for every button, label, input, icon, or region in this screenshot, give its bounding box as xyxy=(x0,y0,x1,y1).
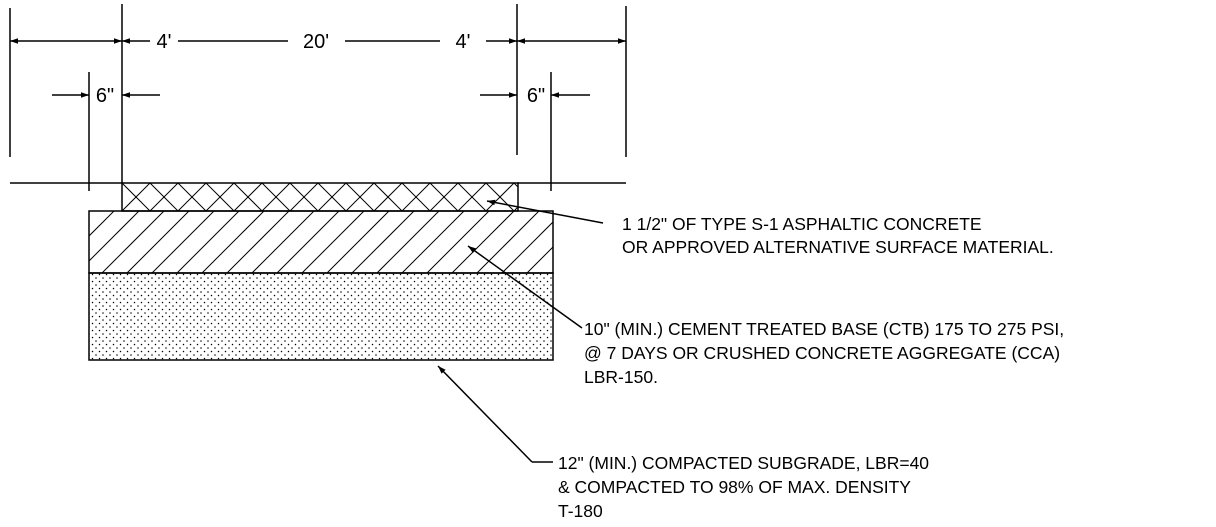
surface-note-line-2: OR APPROVED ALTERNATIVE SURFACE MATERIAL… xyxy=(622,237,1054,257)
surface-leader xyxy=(486,199,604,224)
cement-treated-base-layer xyxy=(88,210,554,274)
surface-note-line-1: 1 1/2" OF TYPE S-1 ASPHALTIC CONCRETE xyxy=(622,214,982,234)
left-offset-dimension: 6" xyxy=(96,85,114,107)
subgrade-note-line-3: T-180 xyxy=(558,501,603,521)
right-offset-dimension: 6" xyxy=(527,85,545,107)
base-note-line-1: 10" (MIN.) CEMENT TREATED BASE (CTB) 175… xyxy=(584,319,1064,339)
roadway-width-dimension: 20' xyxy=(303,31,329,53)
asphalt-surface-layer xyxy=(121,182,519,212)
base-note-line-3: LBR-150. xyxy=(584,367,658,387)
compacted-subgrade-layer xyxy=(88,272,554,361)
subgrade-note-line-1: 12" (MIN.) COMPACTED SUBGRADE, LBR=40 xyxy=(558,453,929,473)
base-leader xyxy=(467,245,583,329)
extension-lines xyxy=(9,4,627,191)
right-shoulder-dimension: 4' xyxy=(456,31,471,53)
subgrade-note-line-2: & COMPACTED TO 98% OF MAX. DENSITY xyxy=(558,477,911,497)
subgrade-leader xyxy=(437,365,553,463)
base-note-line-2: @ 7 DAYS OR CRUSHED CONCRETE AGGREGATE (… xyxy=(584,343,1060,363)
left-shoulder-dimension: 4' xyxy=(157,31,172,53)
